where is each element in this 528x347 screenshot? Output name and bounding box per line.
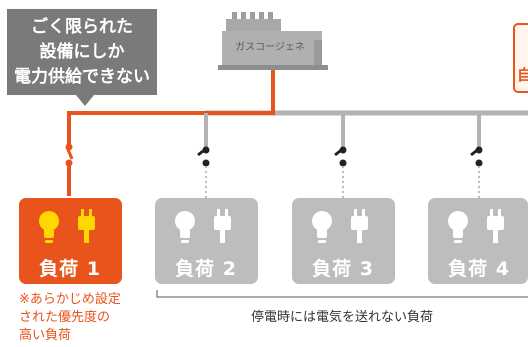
wiring bbox=[65, 70, 528, 198]
switch-1 bbox=[65, 143, 74, 167]
load-1-label: 負荷 1 bbox=[39, 257, 101, 280]
note-line-2: された優先度の bbox=[19, 309, 110, 325]
switch-2-top-dot bbox=[202, 146, 210, 154]
bulb-icon bbox=[312, 211, 332, 243]
switch-3-bottom-dot bbox=[339, 159, 347, 167]
load-1: 負荷 1 bbox=[19, 198, 122, 284]
bulb-icon bbox=[39, 211, 59, 243]
plug-icon bbox=[78, 209, 95, 243]
switch-1-top-dot bbox=[65, 143, 73, 151]
callout: ごく限られた 設備にしか 電力供給できない bbox=[7, 9, 157, 106]
switch-4-top-dot bbox=[475, 146, 483, 154]
bulb-icon bbox=[175, 211, 195, 243]
plug-icon bbox=[487, 209, 504, 243]
generator-vent-5 bbox=[268, 12, 273, 19]
load-3: 負荷 3 bbox=[292, 198, 395, 284]
priority-note: ※あらかじめ設定 された優先度の 高い負荷 bbox=[19, 291, 121, 343]
callout-line-2: 設備にしか bbox=[40, 41, 125, 62]
generator-base bbox=[218, 65, 328, 70]
callout-line-1: ごく限られた bbox=[31, 16, 133, 37]
switch-3-top-dot bbox=[339, 146, 347, 154]
plug-icon bbox=[351, 209, 368, 243]
switch-2-bottom-dot bbox=[202, 159, 210, 167]
callout-pointer bbox=[76, 95, 94, 106]
generator-body bbox=[222, 31, 322, 65]
switch-2 bbox=[197, 146, 210, 167]
generator-vent-1 bbox=[232, 12, 237, 19]
load-4-label: 負荷 4 bbox=[448, 257, 510, 280]
generator-side bbox=[314, 40, 322, 65]
switch-4-bottom-dot bbox=[475, 159, 483, 167]
switch-1-bottom-dot bbox=[65, 159, 73, 167]
switch-4 bbox=[470, 146, 483, 167]
generator-label: ガスコージェネ bbox=[235, 41, 305, 53]
generator: ガスコージェネ bbox=[218, 12, 328, 70]
load-3-label: 負荷 3 bbox=[312, 257, 374, 280]
load-2: 負荷 2 bbox=[155, 198, 258, 284]
generator-vent-2 bbox=[241, 12, 246, 19]
plug-icon bbox=[214, 209, 231, 243]
callout-box bbox=[7, 9, 157, 95]
generator-top bbox=[226, 19, 281, 31]
load-2-label: 負荷 2 bbox=[175, 257, 237, 280]
note-line-3: 高い負荷 bbox=[19, 327, 71, 343]
bulb-icon bbox=[448, 211, 468, 243]
note-line-1: ※あらかじめ設定 bbox=[19, 291, 121, 307]
offscreen-callout: 自 bbox=[513, 23, 528, 93]
generator-vent-4 bbox=[259, 12, 264, 19]
generator-vent-3 bbox=[250, 12, 255, 19]
switch-3 bbox=[334, 146, 347, 167]
callout-line-3: 電力供給できない bbox=[14, 66, 150, 87]
unpowered-loads-bracket bbox=[156, 290, 528, 298]
load-4: 負荷 4 bbox=[428, 198, 528, 284]
offscreen-callout-text: 自 bbox=[517, 66, 528, 84]
unpowered-loads-caption: 停電時には電気を送れない負荷 bbox=[251, 309, 433, 325]
offscreen-callout-box bbox=[513, 23, 528, 93]
